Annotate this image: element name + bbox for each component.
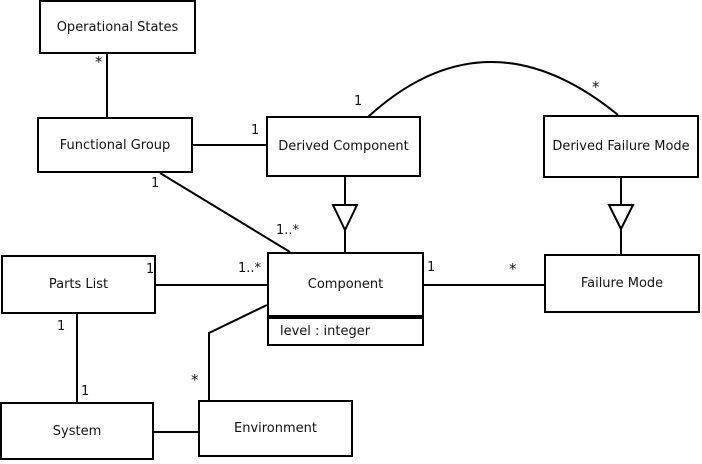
multiplicity-label: *	[509, 260, 517, 278]
class-parts-list: Parts List	[1, 255, 156, 314]
connector-component-environment	[208, 304, 268, 400]
class-name: Environment	[233, 421, 317, 436]
multiplicity-label: 1	[81, 384, 90, 399]
class-name: Parts List	[48, 277, 109, 292]
class-system: System	[0, 402, 154, 460]
class-functional-group: Functional Group	[37, 117, 193, 173]
multiplicity-label: 1	[427, 260, 436, 275]
attribute-label: level : integer	[280, 324, 371, 339]
generalization-arrow-icon	[331, 204, 359, 233]
class-component-attributes: level : integer	[267, 317, 424, 346]
class-name: Functional Group	[59, 137, 171, 153]
multiplicity-label: 1	[354, 94, 363, 109]
multiplicity-label: *	[95, 53, 103, 71]
multiplicity-label: 1	[151, 176, 160, 191]
class-name: Failure Mode	[580, 276, 664, 291]
multiplicity-label: 1	[146, 262, 155, 277]
multiplicity-label: 1..*	[238, 261, 262, 276]
multiplicity-label: *	[191, 371, 199, 389]
class-component: Component	[267, 252, 424, 317]
multiplicity-label: 1	[251, 123, 260, 138]
connector-functional-group-component	[159, 172, 291, 253]
multiplicity-label: *	[592, 78, 600, 96]
class-operational-states: Operational States	[39, 0, 196, 54]
multiplicity-label: 1..*	[276, 223, 300, 238]
class-name: Component	[307, 277, 384, 292]
class-name: Derived Component	[278, 139, 409, 154]
class-derived-component: Derived Component	[266, 116, 421, 177]
class-name: System	[52, 423, 102, 439]
class-failure-mode: Failure Mode	[544, 254, 700, 313]
connector-derived-component-derived-failure-mode-arc	[367, 61, 619, 118]
class-derived-failure-mode: Derived Failure Mode	[543, 115, 699, 178]
class-environment: Environment	[198, 400, 353, 457]
multiplicity-label: 1	[57, 319, 66, 334]
class-name: Derived Failure Mode	[552, 139, 690, 154]
generalization-arrow-icon	[607, 204, 635, 232]
class-name: Operational States	[56, 19, 179, 35]
